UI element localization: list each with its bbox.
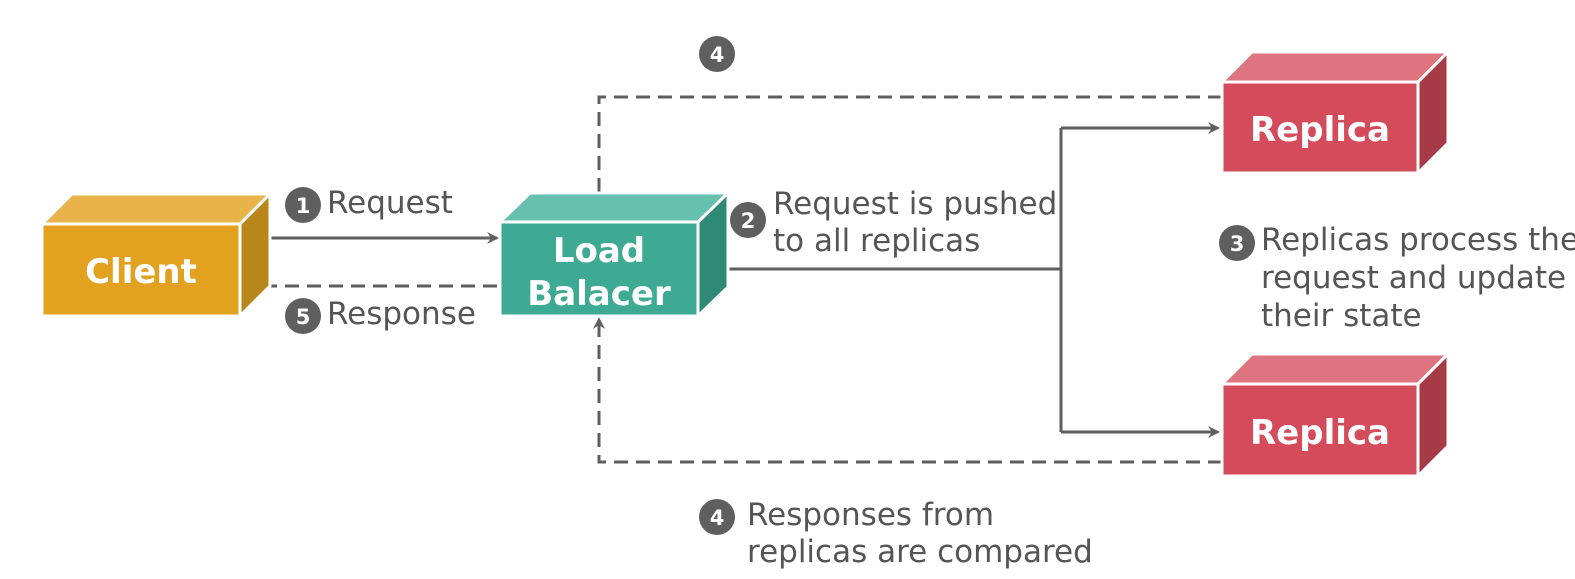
- step-4-badge: [699, 499, 735, 535]
- load-balancer-label-line2: Balacer: [527, 274, 671, 314]
- replica-top-box: Replica: [1218, 48, 1452, 177]
- step-5-annotation: 5 Response: [285, 296, 476, 334]
- step-4-top-annotation: 4: [699, 36, 735, 72]
- step-3-text-line1: Replicas process the: [1261, 222, 1575, 258]
- step-4-text-line1: Responses from: [747, 497, 994, 533]
- bottom-replica-response-arrow: [593, 317, 1222, 464]
- step-2-text-line2: to all replicas: [773, 223, 980, 259]
- load-balancer-label-line1: Load: [553, 231, 645, 271]
- step-3-annotation: 3 Replicas process the request and updat…: [1219, 222, 1575, 334]
- load-balancer-box: Load Balacer: [496, 189, 732, 320]
- step-1-number: 1: [296, 194, 311, 218]
- step-5-text: Response: [327, 296, 476, 332]
- step-2-text-line1: Request is pushed: [773, 186, 1057, 222]
- step-3-text-line2: request and update: [1261, 260, 1566, 296]
- step-2-badge: [730, 202, 766, 238]
- step-4-top-number: 4: [710, 43, 725, 67]
- step-4-number: 4: [710, 506, 725, 530]
- step-3-text-line3: their state: [1261, 298, 1422, 334]
- step-1-annotation: 1 Request: [285, 185, 453, 223]
- step-3-number: 3: [1230, 232, 1245, 256]
- client-label: Client: [85, 252, 197, 292]
- step-4-top-badge: [699, 36, 735, 72]
- step-1-text: Request: [327, 185, 453, 221]
- step-1-badge: [285, 187, 321, 223]
- replica-top-label: Replica: [1250, 110, 1390, 150]
- step-4-text-line2: replicas are compared: [747, 534, 1093, 570]
- client-box: Client: [38, 190, 274, 320]
- step-5-number: 5: [296, 305, 311, 329]
- step-2-number: 2: [741, 209, 756, 233]
- step-3-badge: [1219, 225, 1255, 261]
- step-2-annotation: 2 Request is pushed to all replicas: [730, 186, 1057, 259]
- replica-bottom-label: Replica: [1250, 413, 1390, 453]
- step-5-badge: [285, 298, 321, 334]
- step-4-annotation: 4 Responses from replicas are compared: [699, 497, 1093, 570]
- top-replica-response-arrow: [593, 95, 1222, 221]
- replica-bottom-box: Replica: [1218, 350, 1452, 480]
